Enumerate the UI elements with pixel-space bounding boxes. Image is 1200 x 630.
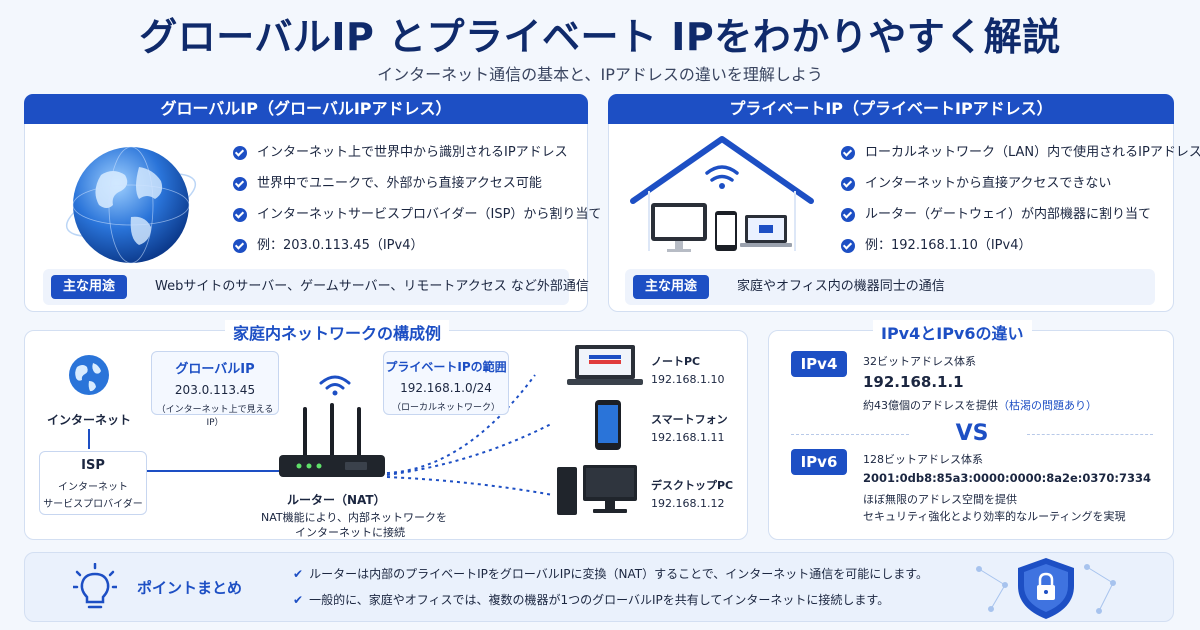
smartphone-icon — [715, 211, 737, 251]
check-icon — [841, 146, 855, 160]
list-item: 世界中でユニークで、外部から直接アクセス可能 — [233, 174, 601, 205]
ipv4-ipv6-panel: IPv4とIPv6の違い IPv4 32ビットアドレス体系 192.168.1.… — [768, 320, 1174, 540]
global-ip-callout: グローバルIP 203.0.113.45 （インターネット上で見えるIP） — [151, 351, 279, 428]
shield-lock-icon — [976, 558, 1116, 619]
device-ip-desktop: 192.168.1.12 — [651, 497, 725, 510]
private-ip-card: プライベートIP（プライベートIPアドレス） ローカルネットワーク（LAN）内で… — [608, 94, 1200, 312]
router-desc-2: インターネットに接続 — [295, 526, 405, 539]
ipv6-badge: IPv6 — [791, 449, 847, 475]
summary-panel: ポイントまとめ ✔ルーターは内部のプライベートIPをグローバルIPに変換（NAT… — [24, 552, 1174, 622]
private-ip-usage: 主な用途 家庭やオフィス内の機器同士の通信 — [625, 269, 1155, 305]
smartphone-icon — [595, 400, 621, 450]
check-icon — [233, 239, 247, 253]
usage-badge: 主な用途 — [633, 275, 710, 299]
desktop-icon — [557, 465, 637, 515]
wifi-icon — [705, 165, 739, 182]
ipv6-line3: ほぼ無限のアドレス空間を提供 — [863, 493, 1017, 506]
globe-icon — [69, 355, 109, 395]
list-item: ルーター（ゲートウェイ）が内部機器に割り当て — [841, 205, 1200, 236]
list-item: インターネットサービスプロバイダー（ISP）から割り当て — [233, 205, 601, 236]
ipv6-line4: セキュリティ強化とより効率的なルーティングを実現 — [863, 510, 1126, 523]
ipv4-line3: 約43億個のアドレスを提供（枯渇の問題あり） — [863, 399, 1097, 412]
network-title: 家庭内ネットワークの構成例 — [225, 320, 450, 344]
summary-item: ✔一般的に、家庭やオフィスでは、複数の機器が1つのグローバルIPを共有してインタ… — [293, 593, 890, 607]
device-ip-laptop: 192.168.1.10 — [651, 373, 725, 386]
check-icon: ✔ — [293, 567, 304, 581]
private-ip-bullets: ローカルネットワーク（LAN）内で使用されるIPアドレス インターネットから直接… — [841, 143, 1200, 267]
compare-title: IPv4とIPv6の違い — [873, 320, 1032, 344]
router-desc-1: NAT機能により、内部ネットワークを — [261, 511, 447, 524]
house-icon — [630, 136, 814, 252]
ipv4-address: 192.168.1.1 — [863, 373, 964, 391]
private-ip-card-title: プライベートIP（プライベートIPアドレス） — [608, 94, 1174, 124]
global-ip-card: グローバルIP（グローバルIPアドレス） インターネット上で世界中から識別される… — [24, 94, 601, 312]
device-name-smartphone: スマートフォン — [651, 413, 728, 426]
global-ip-bullets: インターネット上で世界中から識別されるIPアドレス 世界中でユニークで、外部から… — [233, 143, 601, 267]
ipv6-address: 2001:0db8:85a3:0000:0000:8a2e:0370:7334 — [863, 471, 1152, 485]
device-ip-smartphone: 192.168.1.11 — [651, 431, 725, 444]
check-icon: ✔ — [293, 593, 304, 607]
router-title: ルーター（NAT） — [287, 493, 386, 507]
summary-title: ポイントまとめ — [137, 579, 243, 597]
isp-line1: インターネット — [58, 482, 128, 493]
check-icon — [841, 208, 855, 222]
isp-title: ISP — [81, 458, 105, 473]
list-item: ローカルネットワーク（LAN）内で使用されるIPアドレス — [841, 143, 1200, 174]
summary-item: ✔ルーターは内部のプライベートIPをグローバルIPに変換（NAT）することで、イ… — [293, 567, 929, 581]
list-item: インターネット上で世界中から識別されるIPアドレス — [233, 143, 601, 174]
usage-text: Webサイトのサーバー、ゲームサーバー、リモートアクセス など外部通信 — [155, 279, 589, 294]
laptop-icon — [567, 345, 643, 385]
global-ip-card-title: グローバルIP（グローバルIPアドレス） — [24, 94, 588, 124]
ipv4-line1: 32ビットアドレス体系 — [863, 355, 976, 368]
laptop-icon — [740, 215, 792, 247]
page-title: グローバルIP とプライベート IPをわかりやすく解説 — [139, 15, 1061, 59]
isp-line2: サービスプロバイダー — [43, 499, 143, 510]
internet-label: インターネット — [47, 413, 132, 427]
usage-badge: 主な用途 — [51, 275, 128, 299]
device-name-desktop: デスクトップPC — [651, 479, 734, 492]
check-icon — [233, 146, 247, 160]
vs-label: VS — [955, 421, 989, 446]
ipv4-badge: IPv4 — [791, 351, 847, 377]
check-icon — [233, 177, 247, 191]
check-icon — [841, 177, 855, 191]
device-name-laptop: ノートPC — [651, 355, 701, 368]
list-item: 例：192.168.1.10（IPv4） — [841, 236, 1200, 267]
usage-text: 家庭やオフィス内の機器同士の通信 — [737, 279, 945, 294]
global-ip-usage: 主な用途 Webサイトのサーバー、ゲームサーバー、リモートアクセス など外部通信 — [43, 269, 589, 305]
wifi-icon — [319, 375, 351, 396]
ipv4-note: （枯渇の問題あり） — [998, 399, 1097, 412]
check-icon — [233, 208, 247, 222]
network-lines — [88, 374, 554, 496]
router-icon — [279, 403, 385, 477]
ipv6-line1: 128ビットアドレス体系 — [863, 453, 983, 466]
network-diagram-panel: 家庭内ネットワークの構成例 インターネット ISP インターネット サービスプロ… — [24, 320, 748, 540]
list-item: インターネットから直接アクセスできない — [841, 174, 1200, 205]
private-ip-range-callout: プライベートIPの範囲 192.168.1.0/24 （ローカルネットワーク） — [383, 351, 509, 415]
check-icon — [841, 239, 855, 253]
list-item: 例：203.0.113.45（IPv4） — [233, 236, 601, 267]
desktop-icon — [651, 203, 707, 252]
lightbulb-icon — [73, 563, 117, 609]
isp-box: ISP インターネット サービスプロバイダー — [39, 451, 147, 515]
globe-icon — [65, 146, 197, 264]
page-subtitle: インターネット通信の基本と、IPアドレスの違いを理解しよう — [377, 65, 823, 84]
